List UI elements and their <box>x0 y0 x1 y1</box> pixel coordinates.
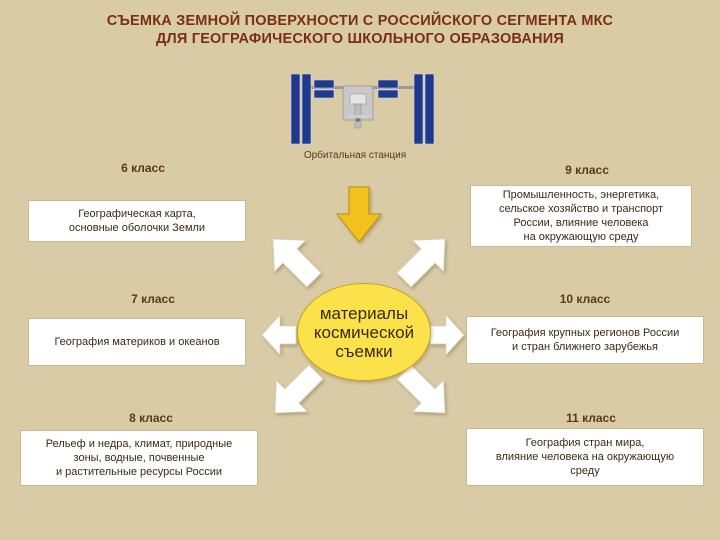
grade-9-box: Промышленность, энергетика, сельское хоз… <box>470 185 692 247</box>
grade-10-line-2: и стран ближнего зарубежья <box>512 341 658 353</box>
grade-11-box: География стран мира, влияние человека н… <box>466 428 704 486</box>
center-line-2: космической <box>313 322 415 342</box>
grade-7-label: 7 класс <box>131 292 175 306</box>
grade-9-line-3: России, влияние человека <box>513 217 649 229</box>
grade-8-line-1: Рельеф и недра, климат, природные <box>45 438 233 450</box>
grade-8-box: Рельеф и недра, климат, природные зоны, … <box>20 430 258 486</box>
grade-9-line-1: Промышленность, энергетика, <box>502 189 660 201</box>
grade-7-box: География материков и океанов <box>28 318 246 366</box>
center-line-3: съемки <box>335 341 393 361</box>
grade-11-line-1: География стран мира, <box>525 437 645 449</box>
grade-7-line-1: География материков и океанов <box>54 336 220 348</box>
title-line-2: ДЛЯ ГЕОГРАФИЧЕСКОГО ШКОЛЬНОГО ОБРАЗОВАНИ… <box>156 31 564 47</box>
grade-8-line-2: зоны, водные, почвенные <box>73 452 205 464</box>
arrow-up-right-icon <box>396 238 446 288</box>
arrow-down-to-center-icon <box>335 186 383 243</box>
grade-6-label: 6 класс <box>121 161 165 175</box>
grade-9-line-2: сельское хозяйство и транспорт <box>498 203 664 215</box>
grade-9-line-4: на окружающую среду <box>523 231 639 243</box>
center-line-1: материалы <box>319 303 409 323</box>
iss-caption: Орбитальная станция <box>303 150 407 161</box>
grade-8-label: 8 класс <box>129 411 173 425</box>
grade-10-box: География крупных регионов России и стра… <box>466 316 704 364</box>
grade-6-line-2: основные оболочки Земли <box>68 222 206 234</box>
arrow-down-left-icon <box>274 364 324 414</box>
grade-9-label: 9 класс <box>565 163 609 177</box>
grade-6-box: Географическая карта, основные оболочки … <box>28 200 246 242</box>
grade-10-line-1: География крупных регионов России <box>490 327 680 339</box>
iss-station-icon <box>290 73 435 145</box>
grade-11-line-3: среду <box>570 465 600 477</box>
grade-10-label: 10 класс <box>559 292 611 306</box>
grade-6-line-1: Географическая карта, <box>78 208 196 220</box>
arrow-right-icon <box>429 313 465 357</box>
arrow-down-right-icon <box>396 364 446 414</box>
grade-11-line-2: влияние человека на окружающую <box>495 451 675 463</box>
center-ellipse: материалы космической съемки <box>297 283 431 381</box>
arrow-up-left-icon <box>272 238 322 288</box>
grade-8-line-3: и растительные ресурсы России <box>55 466 223 478</box>
grade-11-label: 11 класс <box>566 411 616 425</box>
slide-title: СЪЕМКА ЗЕМНОЙ ПОВЕРХНОСТИ С РОССИЙСКОГО … <box>40 12 680 48</box>
arrow-left-icon <box>261 313 297 357</box>
title-line-1: СЪЕМКА ЗЕМНОЙ ПОВЕРХНОСТИ С РОССИЙСКОГО … <box>106 13 614 29</box>
